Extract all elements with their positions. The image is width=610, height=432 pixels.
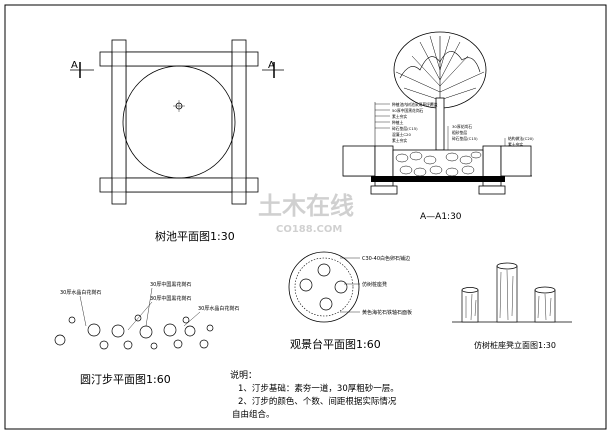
- section-a-a1: 种植池内树池采用草坪覆盖 50厚中国黑花岗石 素土夯实 种植土 碎石垫层(C15…: [342, 31, 534, 222]
- stepping-label-1: 30厚中国黑花岗石: [150, 281, 191, 288]
- pit-circle: [122, 65, 236, 179]
- callout-left-4: 碎石垫层(C15): [392, 126, 418, 131]
- deck-leaders: [340, 257, 360, 313]
- stepping-plan: 30厚水晶白花岗石 30厚中国黑花岗石 30厚中国黑花岗石 30厚水晶白花岗石 …: [54, 281, 239, 386]
- callout-left-0: 种植池内树池采用草坪覆盖: [392, 102, 438, 107]
- stump-1: [461, 287, 479, 323]
- tree-canopy-icon: [393, 31, 487, 109]
- right-paving: [500, 145, 532, 177]
- deck-label-0: C30-40白色卵石铺边: [362, 255, 410, 262]
- stepping-label-2: 30厚中国黑花岗石: [150, 295, 191, 302]
- callout-left-6: 素土夯实: [392, 138, 407, 143]
- callouts-far-right: 结构做法(C20) 素土夯实: [504, 136, 534, 147]
- stepping-label-0: 30厚水晶白花岗石: [60, 289, 101, 296]
- stump-seat-elevation: 仿树桩座凳立面图1:30: [452, 262, 572, 350]
- callout-right-2: 碎石垫层(C15): [452, 136, 478, 141]
- stepping-label-3: 30厚水晶白花岗石: [198, 305, 239, 312]
- stump-3: [534, 286, 556, 323]
- viewing-deck-title: 观景台平面图1:60: [290, 337, 381, 351]
- callouts-left: 种植池内树池采用草坪覆盖 50厚中国黑花岗石 素土夯实 种植土 碎石垫层(C15…: [374, 102, 438, 146]
- callout-far-right-0: 结构做法(C20): [508, 136, 534, 141]
- callout-right-0: 30厚花岗石: [452, 124, 472, 129]
- pit-outer-frame: [111, 51, 247, 193]
- section-letter-right: A: [268, 60, 275, 71]
- stepping-plan-title: 圆汀步平面图1:60: [80, 373, 171, 386]
- section-mark-right: A: [262, 60, 284, 78]
- planting-soil: [392, 149, 484, 181]
- sheet-border: [4, 4, 607, 430]
- stepping-stones: [54, 314, 214, 350]
- pit-inner-frame: [125, 65, 233, 179]
- notes: 说明： 1、汀步基础：素夯一道，30厚粗砂一层。 2、汀步的颜色、个数、间距根据…: [230, 369, 399, 420]
- deck-label-1: 仿树桩座凳: [362, 281, 387, 288]
- section-base-bar: [371, 176, 505, 182]
- left-paving: [342, 145, 376, 177]
- viewing-deck-plan: C30-40白色卵石铺边 仿树桩座凳 黄色海花石铁轴石面板 观景台平面图1:60: [288, 251, 412, 351]
- notes-line-0: 1、汀步基础：素夯一道，30厚粗砂一层。: [238, 383, 399, 394]
- watermark: 土木在线 CO188.COM: [258, 192, 354, 235]
- tree-pit-plan-title: 树池平面图1:30: [155, 229, 235, 243]
- deck-label-2: 黄色海花石铁轴石面板: [362, 309, 412, 316]
- notes-line-2: 自由组合。: [232, 409, 275, 420]
- callout-left-2: 素土夯实: [392, 114, 407, 119]
- rail-left: [111, 39, 127, 205]
- stump-seats: [299, 263, 348, 311]
- stepping-leaders: [79, 287, 201, 331]
- deck-outer-circle: [288, 251, 360, 323]
- callouts-right: 30厚花岗石 粗砂垫层 碎石垫层(C15): [447, 124, 478, 150]
- notes-line-1: 2、汀步的颜色、个数、间距根据实际情况: [238, 396, 397, 407]
- stump-seat-title: 仿树桩座凳立面图1:30: [474, 340, 556, 350]
- stump-2: [496, 262, 518, 323]
- tree-pit-plan: A A 树池平面图1:30: [70, 39, 284, 243]
- callout-left-5: 混凝土C20: [392, 132, 411, 137]
- callout-left-3: 种植土: [392, 120, 404, 125]
- watermark-sub: CO188.COM: [276, 224, 342, 235]
- callout-far-right-1: 素土夯实: [508, 142, 523, 147]
- rail-right: [231, 39, 247, 205]
- section-mark-left: A: [70, 60, 94, 78]
- notes-heading: 说明：: [230, 369, 257, 381]
- section-a-a1-title: A—A1:30: [420, 212, 462, 222]
- callout-right-1: 粗砂垫层: [452, 130, 467, 135]
- section-letter-left: A: [71, 60, 78, 71]
- deck-pebble-edge: [294, 257, 354, 317]
- callout-left-1: 50厚中国黑花岗石: [392, 108, 424, 113]
- watermark-text: 土木在线: [258, 192, 354, 220]
